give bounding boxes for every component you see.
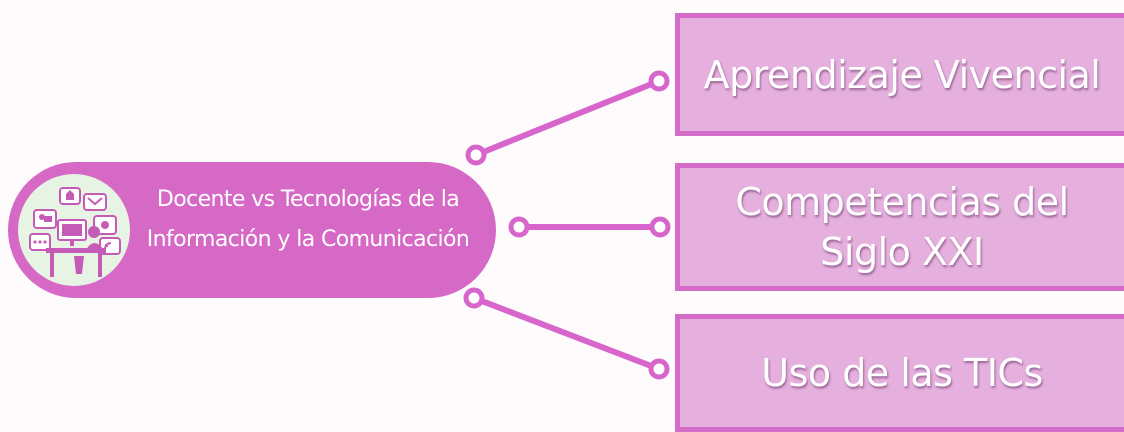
central-topic-node[interactable]: Docente vs Tecnologías de la Información…: [8, 162, 496, 298]
connector-node-end-1: [648, 70, 670, 92]
topic-label: Aprendizaje Vivencial: [703, 52, 1101, 97]
topic-box-uso-de-las-tics[interactable]: Uso de las TICs: [675, 314, 1124, 432]
topic-label-line-2: Siglo XXI: [820, 230, 984, 274]
connector-node-end-2: [649, 216, 671, 238]
topic-label-line-1: Competencias del: [735, 180, 1069, 224]
central-topic-line-1: Docente vs Tecnologías de la: [156, 187, 460, 212]
central-topic-line-2: Información y la Comunicación: [146, 227, 470, 252]
connector-line-1: [473, 78, 662, 158]
topic-label: Uso de las TICs: [761, 351, 1043, 395]
topic-box-aprendizaje-vivencial[interactable]: Aprendizaje Vivencial: [675, 13, 1124, 136]
connector-node-start-2: [508, 216, 530, 238]
connector-node-start-3: [463, 287, 485, 309]
connector-node-start-1: [465, 144, 487, 166]
topic-box-competencias-siglo-xxi[interactable]: Competencias del Siglo XXI: [675, 163, 1124, 291]
central-topic-title: Docente vs Tecnologías de la Información…: [130, 180, 486, 260]
connector-node-end-3: [648, 358, 670, 380]
teacher-at-computer-icon: [18, 174, 130, 286]
connector-line-3: [471, 295, 662, 372]
